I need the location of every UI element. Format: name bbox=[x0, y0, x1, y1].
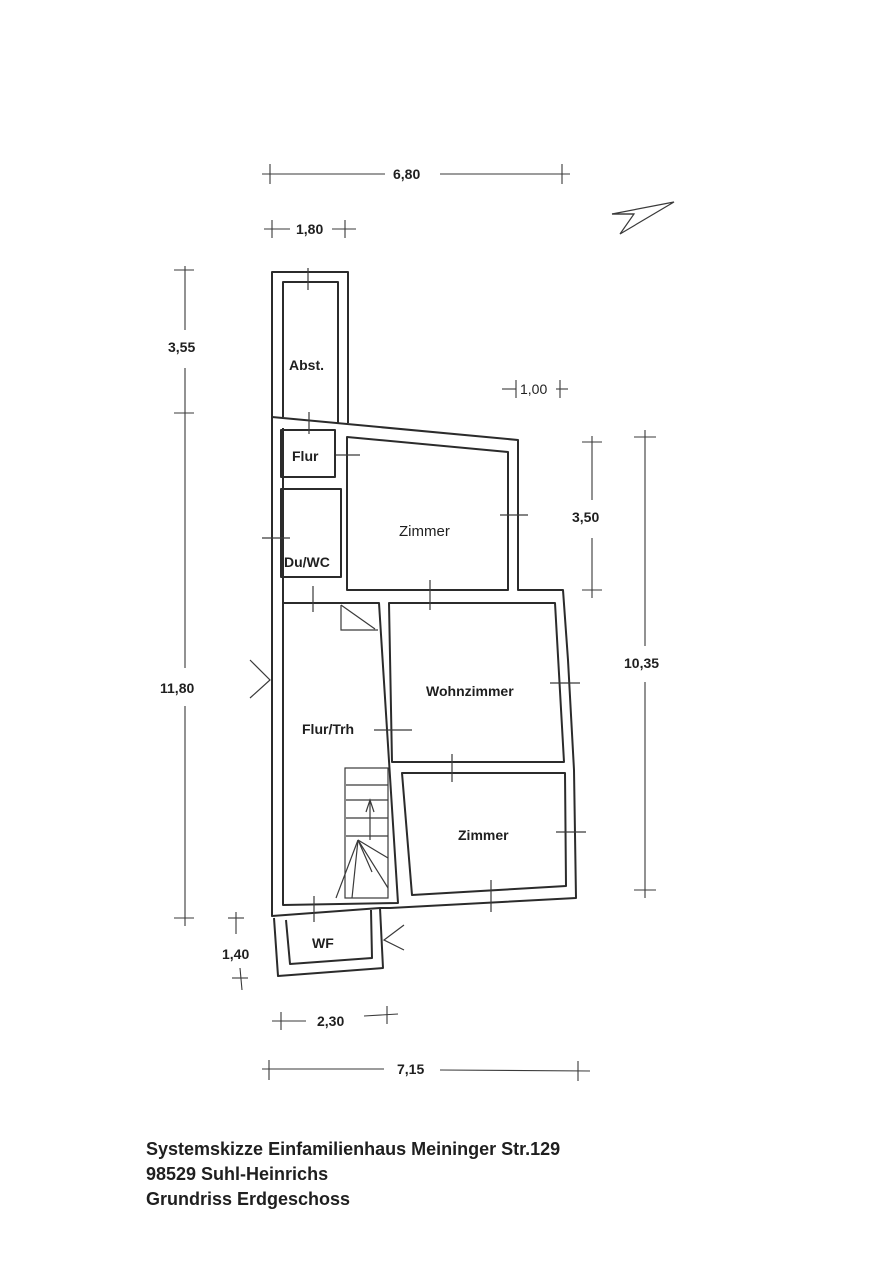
room-label-du-wc: Du/WC bbox=[284, 554, 330, 570]
caption-line-title: Systemskizze Einfamilienhaus Meininger S… bbox=[146, 1139, 561, 1159]
room-label-zimmer-bottom: Zimmer bbox=[458, 827, 509, 843]
room-label-flur: Flur bbox=[292, 448, 319, 464]
dim-left-upper: 3,55 bbox=[168, 339, 195, 355]
dim-right-zimmer: 3,50 bbox=[572, 509, 599, 525]
dimension-lines bbox=[174, 164, 656, 1081]
staircase-icon bbox=[335, 767, 389, 899]
dim-right-total: 10,35 bbox=[624, 655, 659, 671]
room-label-zimmer-top: Zimmer bbox=[399, 523, 450, 540]
dim-top-total: 6,80 bbox=[393, 166, 420, 182]
door-marks bbox=[262, 268, 586, 922]
dimension-labels: 6,80 1,80 1,00 3,55 11,80 3,50 10,35 1,4… bbox=[160, 166, 659, 1077]
room-label-wohnzimmer: Wohnzimmer bbox=[426, 683, 514, 699]
room-label-abst: Abst. bbox=[289, 357, 324, 373]
room-labels: Abst. Flur Du/WC Zimmer Flur/Trh Wohnzim… bbox=[284, 357, 514, 951]
dim-wf-depth: 1,40 bbox=[222, 946, 249, 962]
dim-left-main: 11,80 bbox=[160, 680, 194, 696]
room-walls bbox=[280, 429, 567, 906]
dim-offset: 1,00 bbox=[520, 381, 547, 397]
dim-top-abst: 1,80 bbox=[296, 221, 323, 237]
room-label-flur-trh: Flur/Trh bbox=[302, 721, 354, 737]
stair-landing-mark bbox=[340, 604, 378, 631]
caption-line-floor: Grundriss Erdgeschoss bbox=[146, 1189, 351, 1209]
caption-line-address: 98529 Suhl-Heinrichs bbox=[146, 1164, 329, 1184]
dim-bottom-total: 7,15 bbox=[397, 1061, 424, 1077]
north-arrow-icon bbox=[611, 201, 675, 235]
dim-bottom-wf: 2,30 bbox=[317, 1013, 344, 1029]
entrance-arrow-icon bbox=[249, 659, 405, 951]
drawing-caption: Systemskizze Einfamilienhaus Meininger S… bbox=[146, 1137, 560, 1212]
room-label-wf: WF bbox=[312, 935, 334, 951]
outer-walls bbox=[271, 271, 577, 977]
